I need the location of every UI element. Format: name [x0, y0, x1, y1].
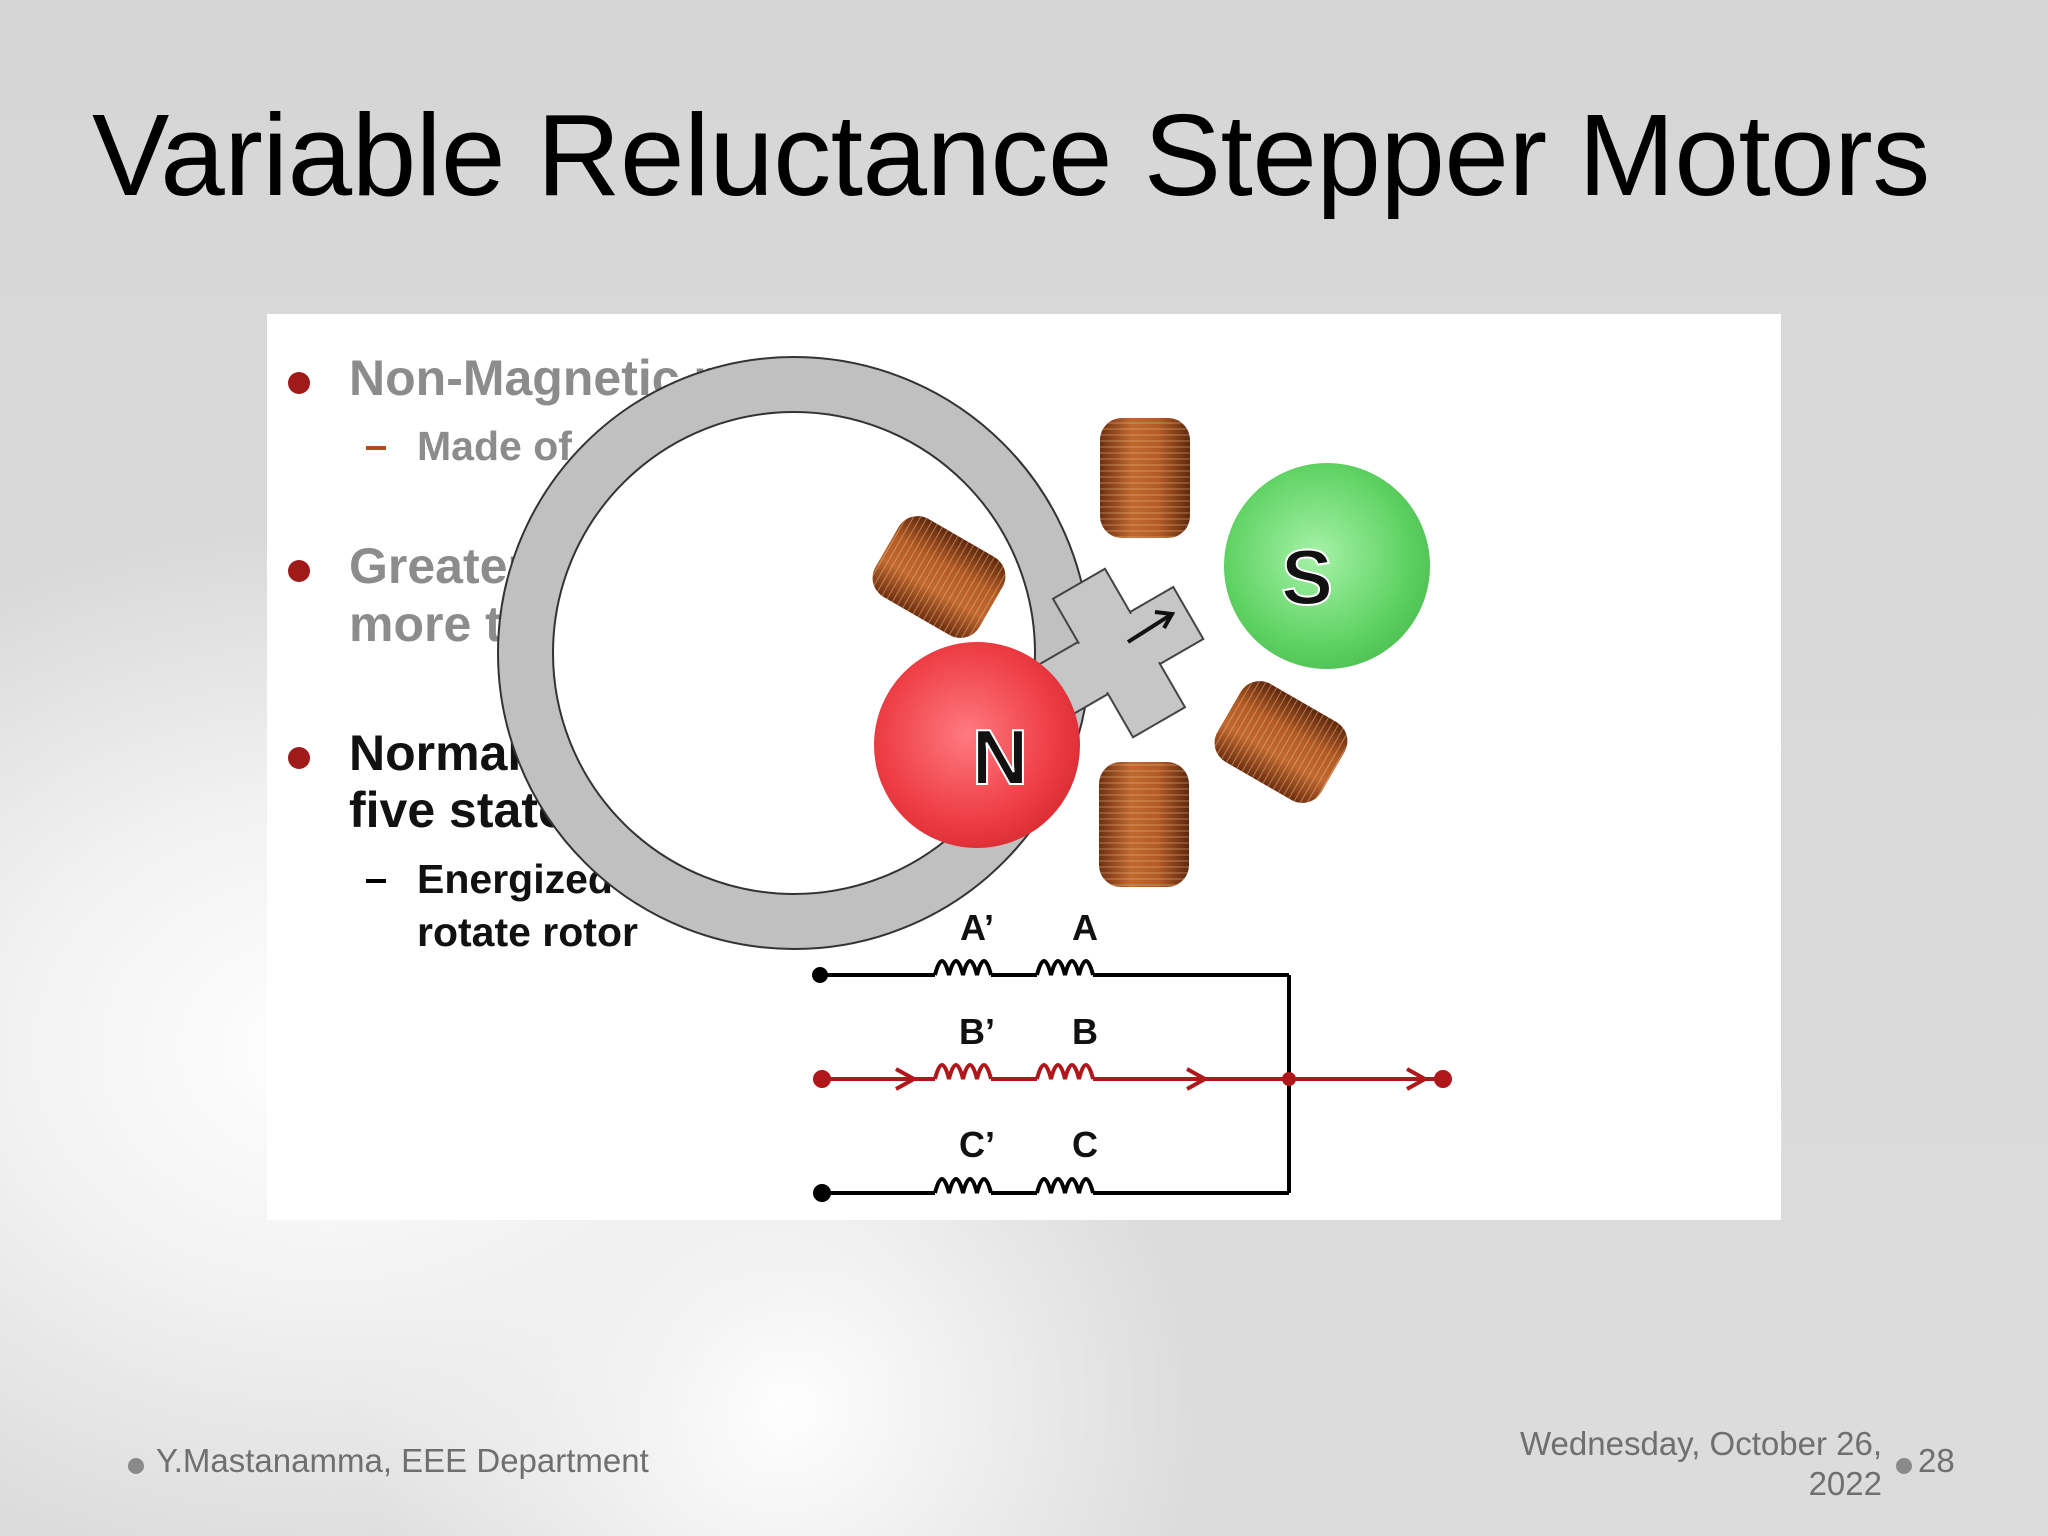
south-pole-label: S [1281, 533, 1333, 621]
sub-dash-1 [366, 446, 386, 450]
winding-a-prime-label: A’ [960, 907, 994, 948]
footer-page-bullet [1896, 1458, 1912, 1474]
winding-c-prime-label: C’ [959, 1124, 995, 1165]
stator-coil-upper-left [872, 516, 1006, 638]
bullet-3-sub-line2: rotate rotor [417, 909, 638, 955]
footer-date-line2: 2022 [1808, 1465, 1882, 1502]
slide-image-panel: Non-Magnetic rotor Made of soft-iron Gre… [267, 314, 1781, 1220]
winding-c-label: C [1072, 1124, 1098, 1165]
page-number: 28 [1918, 1442, 1955, 1479]
footer-author-bullet [128, 1458, 144, 1474]
north-pole-label: N [972, 713, 1028, 801]
stator-coil-bottom [1099, 762, 1189, 887]
winding-b-label: B [1072, 1011, 1098, 1052]
winding-b-circuit [813, 1063, 1452, 1091]
south-pole: S [1224, 463, 1430, 669]
rotor-arrow [1126, 610, 1176, 644]
slide-title: Variable Reluctance Stepper Motors [92, 90, 1930, 220]
stator-coil-lower-right [1214, 681, 1348, 803]
bullet-dot-2 [288, 560, 310, 582]
winding-c-circuit [813, 1177, 1289, 1202]
bullet-dot-3 [288, 747, 310, 769]
footer-date-line1: Wednesday, October 26, [1520, 1425, 1882, 1462]
sub-dash-3 [366, 879, 386, 883]
stator-coil-top [1100, 418, 1190, 538]
stepper-motor-diagram: N S A’ A [497, 356, 1452, 1202]
north-pole: N [874, 642, 1080, 848]
winding-b-prime-label: B’ [959, 1011, 995, 1052]
bullet-dot-1 [288, 372, 310, 394]
footer-date: Wednesday, October 26, 2022 [1482, 1424, 1882, 1504]
footer-author: Y.Mastanamma, EEE Department [156, 1442, 649, 1479]
winding-a-label: A [1072, 907, 1098, 948]
